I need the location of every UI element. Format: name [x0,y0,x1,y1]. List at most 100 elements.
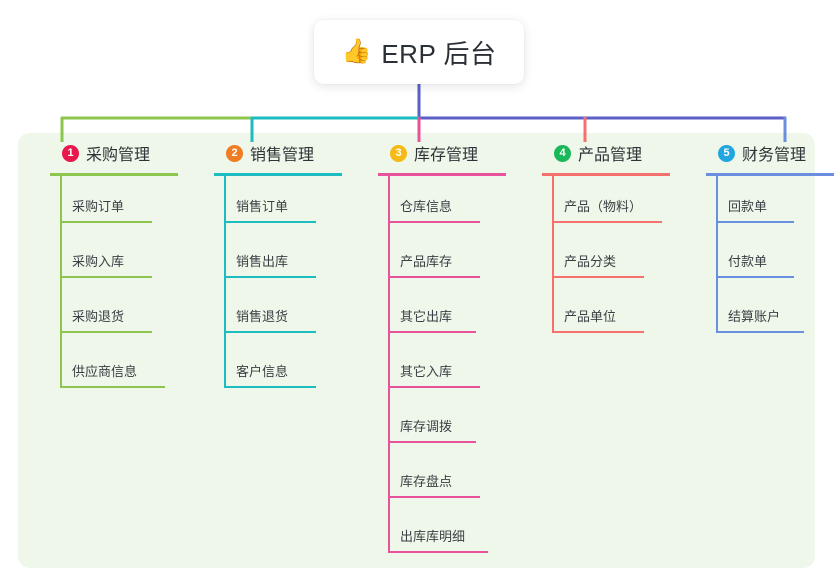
branch-underline [706,173,834,176]
branch-item-label: 库存盘点 [400,474,453,489]
branch-title: 库存管理 [414,147,479,164]
branch-header[interactable]: 5 财务管理 [696,133,839,173]
branch-item[interactable]: 回款单 [696,176,839,231]
root-node-title: ERP 后台 [381,38,497,69]
branch-item[interactable]: 出库库明细 [368,506,533,561]
branch-item-label: 销售订单 [236,199,289,214]
branch-item-label: 采购入库 [72,254,125,269]
branch-item-underline [552,221,662,223]
branch-item-list: 采购订单采购入库采购退货供应商信息 [40,176,205,396]
branch-item-label: 销售出库 [236,254,289,269]
branch-item[interactable]: 结算账户 [696,286,839,341]
branch-item-underline [388,386,480,388]
branch-item-label: 出库库明细 [400,529,466,544]
branch-item[interactable]: 采购入库 [40,231,205,286]
branch-item[interactable]: 产品单位 [532,286,697,341]
branch-item-underline [388,331,476,333]
branch-item[interactable]: 产品（物料） [532,176,697,231]
branch-item-list: 产品（物料） 产品分类产品单位 [532,176,697,341]
branch-item[interactable]: 其它入库 [368,341,533,396]
branch-item[interactable]: 库存盘点 [368,451,533,506]
branch-item-label: 产品单位 [564,309,617,324]
branch-item-underline [388,496,480,498]
branch-header[interactable]: 1 采购管理 [40,133,205,173]
thumbs-up-icon: 👍 [341,38,372,65]
branch-item[interactable]: 其它出库 [368,286,533,341]
branch-item-underline [552,276,644,278]
branch-spine [224,176,226,387]
branch-title: 产品管理 [578,147,643,164]
branch-index-badge: 1 [62,144,79,162]
branch-item-underline [224,331,316,333]
branch-item[interactable]: 付款单 [696,231,839,286]
branch-header[interactable]: 3 库存管理 [368,133,533,173]
branch-item-underline [224,276,316,278]
branch-item-label: 产品库存 [400,254,453,269]
branch-column: 3 库存管理仓库信息产品库存其它出库其它入库库存调拨库存盘点出库库明细 [368,133,533,553]
branch-item-underline [60,331,152,333]
branch-underline [50,173,178,176]
branch-item-label: 回款单 [728,199,768,214]
branch-column: 2 销售管理销售订单销售出库销售退货客户信息 [204,133,369,388]
branch-item-label: 销售退货 [236,309,289,324]
branch-item[interactable]: 销售出库 [204,231,369,286]
branch-item-label: 其它入库 [400,364,453,379]
mindmap-panel [18,133,815,568]
branch-item-list: 销售订单销售出库销售退货客户信息 [204,176,369,396]
root-node-card[interactable]: 👍 ERP 后台 [314,20,524,84]
branch-item[interactable]: 销售退货 [204,286,369,341]
branch-item-label: 其它出库 [400,309,453,324]
branch-index-badge: 3 [390,144,407,162]
branch-item-label: 结算账户 [728,309,781,324]
branch-item-label: 产品（物料） [564,199,643,214]
branch-columns: 1 采购管理采购订单采购入库采购退货供应商信息 2 销售管理销售订单销售出库销售退货客… [18,133,834,568]
branch-spine [716,176,718,332]
branch-title: 采购管理 [86,147,151,164]
branch-item-underline [388,551,488,553]
branch-item[interactable]: 客户信息 [204,341,369,396]
branch-index-badge: 4 [554,144,571,162]
branch-item-label: 仓库信息 [400,199,453,214]
branch-item-underline [60,221,152,223]
branch-item-underline [388,441,476,443]
branch-column: 1 采购管理采购订单采购入库采购退货供应商信息 [40,133,205,388]
branch-item-underline [224,386,316,388]
branch-item-underline [224,221,316,223]
branch-item[interactable]: 仓库信息 [368,176,533,231]
branch-item-label: 采购订单 [72,199,125,214]
branch-item-label: 库存调拨 [400,419,453,434]
branch-spine [388,176,390,552]
branch-title: 财务管理 [742,147,807,164]
branch-item[interactable]: 产品库存 [368,231,533,286]
branch-item[interactable]: 采购退货 [40,286,205,341]
branch-spine [552,176,554,332]
branch-item-list: 回款单付款单结算账户 [696,176,839,341]
branch-item-underline [716,276,794,278]
branch-item[interactable]: 采购订单 [40,176,205,231]
branch-item-underline [388,221,480,223]
branch-item[interactable]: 供应商信息 [40,341,205,396]
branch-item-label: 客户信息 [236,364,289,379]
branch-item-underline [716,331,804,333]
branch-item-list: 仓库信息产品库存其它出库其它入库库存调拨库存盘点出库库明细 [368,176,533,561]
branch-item[interactable]: 库存调拨 [368,396,533,451]
branch-index-badge: 5 [718,144,735,162]
branch-underline [542,173,670,176]
branch-item-label: 产品分类 [564,254,617,269]
branch-index-badge: 2 [226,144,243,162]
branch-spine [60,176,62,387]
branch-item[interactable]: 销售订单 [204,176,369,231]
branch-header[interactable]: 4 产品管理 [532,133,697,173]
branch-column: 4 产品管理产品（物料） 产品分类产品单位 [532,133,697,333]
branch-item-label: 采购退货 [72,309,125,324]
branch-item-underline [60,386,165,388]
branch-item[interactable]: 产品分类 [532,231,697,286]
branch-header[interactable]: 2 销售管理 [204,133,369,173]
branch-title: 销售管理 [250,147,315,164]
branch-underline [378,173,506,176]
branch-column: 5 财务管理回款单付款单结算账户 [696,133,839,333]
branch-item-label: 供应商信息 [72,364,138,379]
branch-item-underline [60,276,152,278]
